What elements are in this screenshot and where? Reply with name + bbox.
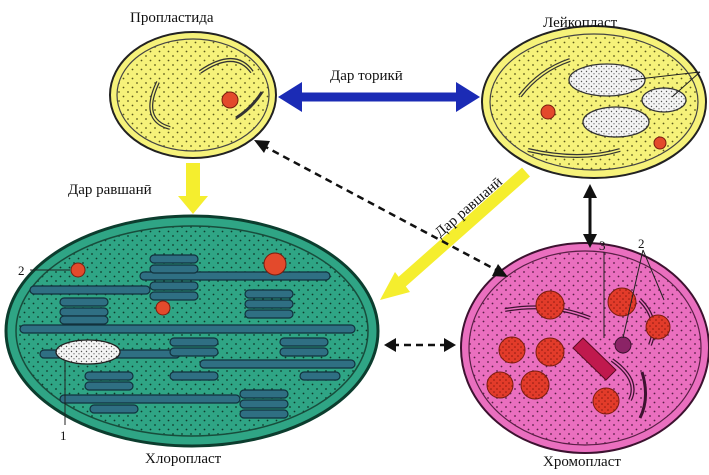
callout-3: 3 xyxy=(599,238,606,253)
label-chloroplast: Хлоропласт xyxy=(145,451,222,467)
callout-2-right: 2 xyxy=(638,236,645,251)
label-dark: Дар торикӣ xyxy=(330,68,403,84)
label-leucoplast: Лейкопласт xyxy=(543,15,618,31)
callout-1: 1 xyxy=(60,428,67,443)
dashed-arrow-chloroplast-chromoplast xyxy=(384,338,456,352)
label-chromoplast: Хромопласт xyxy=(543,454,621,470)
callout-2-left: 2 xyxy=(18,263,25,278)
arrow-leucoplast-chromoplast xyxy=(583,184,597,248)
label-proplastid: Пропластида xyxy=(130,10,214,26)
proplastid xyxy=(110,32,276,158)
label-light-left: Дар равшанӣ xyxy=(68,182,152,198)
leucoplast xyxy=(482,26,706,178)
dark-arrow xyxy=(278,82,480,112)
chloroplast xyxy=(6,216,378,446)
light-arrow-proplastid-to-chloroplast xyxy=(178,163,208,214)
